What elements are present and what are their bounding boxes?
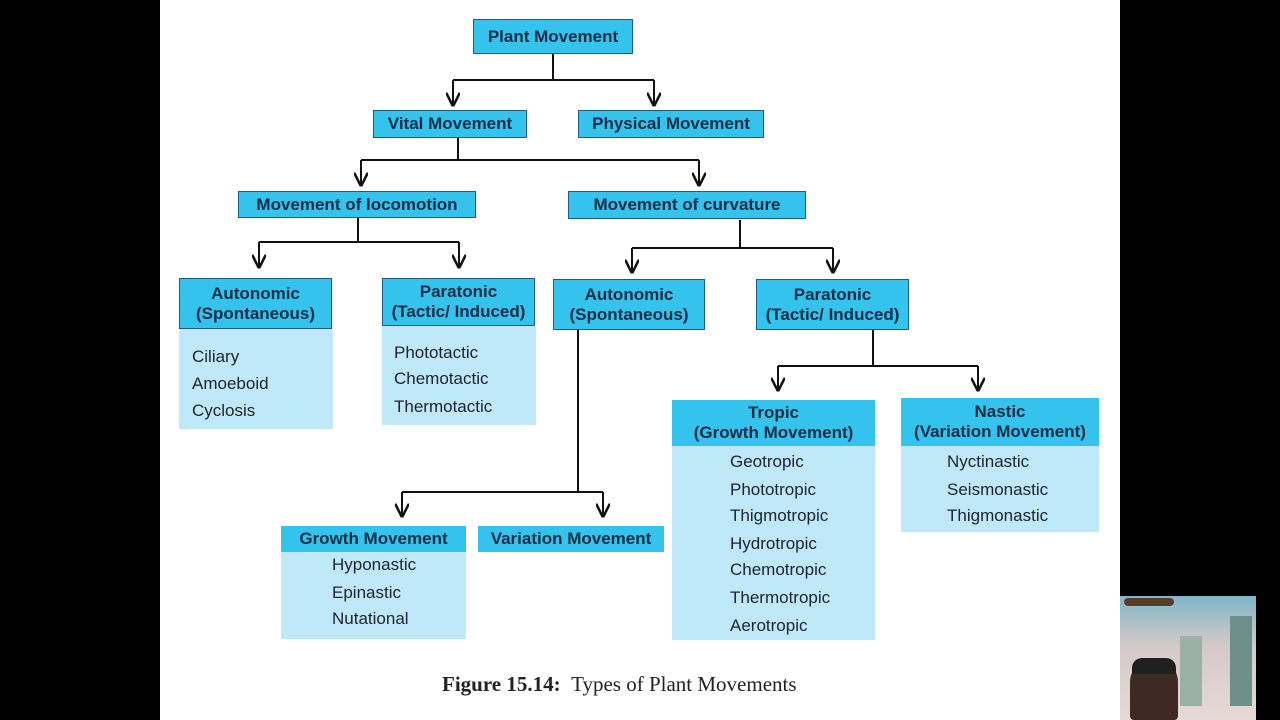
list-item: Chemotropic	[730, 560, 827, 579]
caption-label: Figure 15.14:	[442, 672, 561, 696]
list-item: Phototactic	[394, 343, 479, 362]
list-item: Nyctinastic	[947, 452, 1030, 471]
node-growth-movement-body: Hyponastic Epinastic Nutational	[281, 552, 466, 639]
node-title: Autonomic	[211, 283, 300, 303]
node-nastic-header: Nastic (Variation Movement)	[901, 398, 1099, 446]
list-item: Hydrotropic	[730, 534, 817, 553]
node-variation-movement-header: Variation Movement	[478, 526, 664, 552]
webcam-overlay	[1120, 596, 1256, 720]
node-subtitle: (Tactic/ Induced)	[765, 304, 900, 324]
list-item: Thermotropic	[730, 588, 831, 607]
node-loc-autonomic-body: Ciliary Amoeboid Cyclosis	[179, 329, 333, 429]
node-plant-movement: Plant Movement	[473, 19, 633, 54]
list-item: Aerotropic	[730, 616, 808, 635]
node-title: Variation Movement	[490, 529, 652, 548]
list-item: Epinastic	[332, 583, 401, 602]
list-item: Ciliary	[192, 347, 240, 366]
node-title: Nastic	[974, 402, 1026, 421]
node-subtitle: (Growth Movement)	[693, 423, 854, 442]
list-item: Cyclosis	[192, 401, 256, 420]
node-label: Plant Movement	[487, 26, 619, 46]
list-item: Phototropic	[730, 480, 816, 499]
node-label: Movement of curvature	[593, 195, 781, 214]
list-item: Chemotactic	[394, 369, 489, 388]
figure-caption: Figure 15.14: Types of Plant Movements	[442, 672, 797, 697]
node-subtitle: (Variation Movement)	[914, 422, 1086, 441]
node-growth-movement-header: Growth Movement	[281, 526, 466, 552]
list-item: Thermotactic	[394, 397, 493, 416]
node-nastic-body: Nyctinastic Seismonastic Thigmonastic	[901, 446, 1099, 532]
node-title: Autonomic	[584, 284, 674, 304]
node-title: Growth Movement	[299, 529, 448, 548]
list-item: Thigmonastic	[947, 506, 1049, 525]
node-title: Tropic	[747, 403, 799, 422]
node-vital-movement: Vital Movement	[373, 110, 527, 138]
node-movement-of-curvature: Movement of curvature	[568, 191, 806, 219]
ceiling-fan-shape	[1124, 598, 1174, 606]
node-movement-of-locomotion: Movement of locomotion	[238, 191, 476, 218]
node-label: Physical Movement	[592, 114, 750, 133]
window-shape	[1180, 636, 1202, 706]
node-title: Paratonic	[419, 282, 498, 301]
list-item: Thigmotropic	[730, 506, 829, 525]
caption-text: Types of Plant Movements	[571, 672, 797, 696]
node-curv-paratonic-header: Paratonic (Tactic/ Induced)	[756, 279, 909, 330]
presenter-cap	[1132, 658, 1176, 674]
node-loc-paratonic-header: Paratonic (Tactic/ Induced)	[382, 278, 535, 326]
node-loc-paratonic-body: Phototactic Chemotactic Thermotactic	[382, 326, 536, 425]
list-item: Geotropic	[730, 452, 804, 471]
list-item: Amoeboid	[192, 374, 269, 393]
node-subtitle: (Spontaneous)	[196, 303, 315, 323]
node-loc-autonomic-header: Autonomic (Spontaneous)	[179, 278, 332, 329]
node-tropic-body: Geotropic Phototropic Thigmotropic Hydro…	[672, 446, 875, 640]
list-item: Nutational	[332, 609, 409, 628]
node-tropic-header: Tropic (Growth Movement)	[672, 400, 875, 446]
list-item: Hyponastic	[332, 555, 417, 574]
window-shape	[1230, 616, 1252, 706]
node-curv-autonomic-header: Autonomic (Spontaneous)	[553, 279, 705, 330]
list-item: Seismonastic	[947, 480, 1049, 499]
node-subtitle: (Tactic/ Induced)	[391, 302, 526, 321]
node-label: Vital Movement	[387, 114, 513, 133]
node-subtitle: (Spontaneous)	[569, 304, 689, 324]
node-physical-movement: Physical Movement	[578, 110, 764, 138]
node-label: Movement of locomotion	[256, 194, 458, 214]
node-title: Paratonic	[793, 284, 872, 304]
